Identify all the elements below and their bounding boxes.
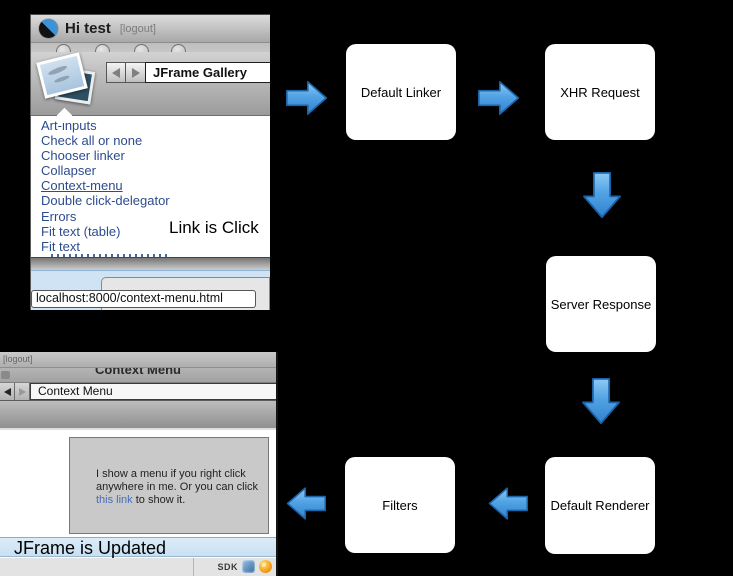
arrow-right-icon — [478, 81, 520, 115]
gallery-content: Art-inputs Check all or none Chooser lin… — [31, 116, 270, 257]
clipped-icon — [1, 371, 10, 379]
logout-link[interactable]: [logout] — [119, 22, 156, 35]
link-errors[interactable]: Errors — [41, 208, 77, 224]
status-url-tooltip: localhost:8000/context-menu.html — [31, 290, 256, 308]
browser-status-bar: SDK — [0, 557, 276, 576]
context-content: I show a menu if you right click anywher… — [0, 430, 276, 537]
arrow-down-icon — [583, 172, 621, 219]
flowbox-filters: Filters — [345, 457, 455, 553]
photos-stack-icon — [36, 52, 97, 109]
demo-box-text: I show a menu if you right click anywher… — [96, 468, 268, 507]
forward-arrow-icon — [18, 387, 26, 396]
link-check-all-or-none[interactable]: Check all or none — [41, 133, 143, 149]
gallery-link-list: Art-inputs Check all or none Chooser lin… — [31, 116, 270, 257]
context-toolbar: Context Menu — [0, 383, 276, 401]
app-badge-icon[interactable] — [242, 560, 255, 573]
gallery-titlebar: Hi test [logout] — [31, 15, 270, 43]
nav-buttons — [106, 62, 146, 83]
back-arrow-icon — [3, 387, 11, 396]
arrow-left-icon — [488, 487, 528, 520]
back-arrow-icon — [112, 67, 120, 78]
demo-line-2: anywhere in me. Or you can click — [96, 481, 259, 493]
link-chooser-linker[interactable]: Chooser linker — [41, 148, 125, 164]
annotation-jframe-updated: JFrame is Updated — [14, 538, 167, 558]
context-title-row: Context Menu — [0, 368, 276, 383]
back-button[interactable] — [106, 62, 126, 83]
gallery-dropdown[interactable]: JFrame Gallery — [145, 62, 270, 83]
statusbar-right: SDK — [217, 560, 272, 573]
context-header-band — [0, 401, 276, 430]
this-link[interactable]: this link — [96, 494, 133, 506]
sdk-label: SDK — [217, 561, 238, 572]
context-menu-window: [logout] Context Menu Context Menu I sho… — [0, 352, 278, 576]
context-page-title: Context Menu — [95, 368, 181, 377]
annotation-link-clicked: Link is Click — [169, 218, 259, 237]
context-nav-field[interactable]: Context Menu — [30, 383, 276, 400]
frame-divider — [31, 257, 270, 270]
context-menu-demo-box[interactable]: I show a menu if you right click anywher… — [69, 437, 269, 534]
flowbox-xhr-request: XHR Request — [545, 44, 655, 140]
tab-dot-icon[interactable] — [56, 44, 71, 52]
forward-button[interactable] — [15, 383, 30, 400]
context-status-strip — [0, 537, 276, 557]
context-logout-bar: [logout] — [0, 352, 276, 368]
tab-dot-icon[interactable] — [95, 44, 110, 52]
status-strip: localhost:8000/context-menu.html — [31, 270, 270, 310]
arrow-right-icon — [286, 81, 328, 115]
arrow-left-icon — [286, 487, 326, 520]
demo-line-3: to show it. — [132, 494, 186, 506]
gallery-window-title: Hi test — [65, 20, 111, 37]
link-fit-text[interactable]: Fit text — [41, 238, 81, 254]
app-logo-icon — [39, 19, 58, 38]
forward-button[interactable] — [126, 62, 146, 83]
tab-dot-icon[interactable] — [134, 44, 149, 52]
flowbox-label: Default Renderer — [550, 498, 650, 513]
arrow-down-icon — [582, 378, 620, 425]
tab-dot-icon[interactable] — [171, 44, 186, 52]
gallery-browser-window: Hi test [logout] JFrame Gallery — [30, 14, 270, 310]
gallery-toolbar: JFrame Gallery — [31, 52, 270, 124]
link-double-click-delegator[interactable]: Double click-delegator — [41, 193, 170, 209]
firebug-icon[interactable] — [259, 560, 272, 573]
flowbox-label: XHR Request — [560, 84, 640, 100]
logout-link[interactable]: [logout] — [3, 354, 33, 364]
link-context-menu[interactable]: Context-menu — [41, 178, 123, 194]
flowbox-default-linker: Default Linker — [346, 44, 456, 140]
link-art-inputs[interactable]: Art-inputs — [41, 118, 97, 133]
back-button[interactable] — [0, 383, 15, 400]
flowbox-label: Server Response — [550, 296, 652, 312]
flowbox-label: Filters — [382, 497, 418, 513]
tab-dots-strip — [31, 43, 270, 52]
link-collapser[interactable]: Collapser — [41, 163, 96, 179]
link-fit-text-table[interactable]: Fit text (table) — [41, 223, 121, 239]
flowbox-label: Default Linker — [360, 84, 442, 100]
clipped-link-item — [51, 253, 169, 257]
flowbox-default-renderer: Default Renderer — [545, 457, 655, 554]
flowbox-server-response: Server Response — [546, 256, 656, 352]
demo-line-1: I show a menu if you right click — [96, 468, 246, 480]
statusbar-divider — [193, 558, 194, 576]
forward-arrow-icon — [131, 67, 140, 78]
